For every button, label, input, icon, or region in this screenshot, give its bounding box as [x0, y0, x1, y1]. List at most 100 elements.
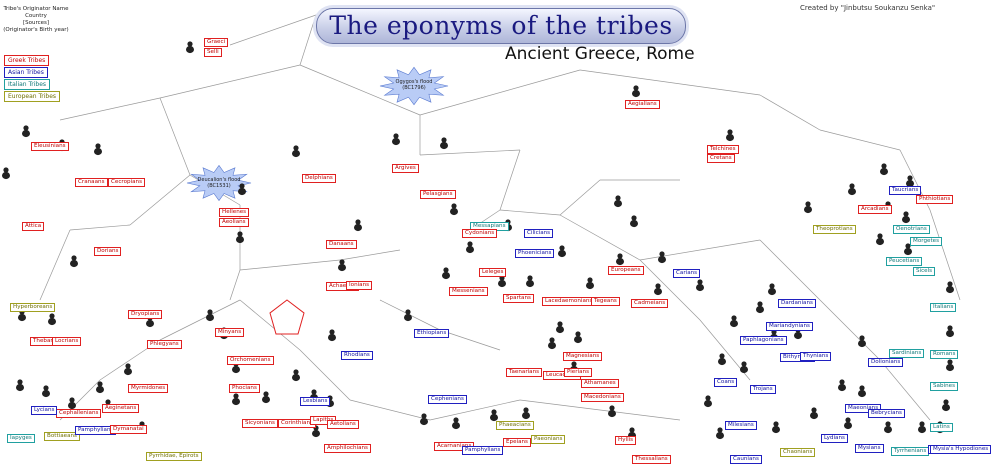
person-icon — [574, 331, 582, 344]
person-icon — [404, 309, 412, 322]
person-icon — [630, 215, 638, 228]
person-icon — [904, 243, 912, 256]
tribe-label: Taenarians — [506, 368, 543, 377]
person-icon — [68, 397, 76, 410]
person-icon — [206, 309, 214, 322]
tribe-label: Mysians — [855, 444, 884, 453]
tribe-label: Cranaans — [75, 178, 108, 187]
person-icon — [328, 329, 336, 342]
tribe-label: Lycians — [31, 406, 58, 415]
tribe-label: Selli — [204, 48, 222, 57]
person-icon — [804, 201, 812, 214]
person-icon — [810, 407, 818, 420]
person-icon — [48, 313, 56, 326]
connector-line — [499, 209, 561, 216]
person-icon — [858, 385, 866, 398]
connector-line — [879, 359, 931, 421]
tribe-label: Hellenes — [219, 208, 250, 217]
connector-line — [239, 299, 301, 351]
tribe-label: Epeians — [503, 438, 531, 447]
connector-line — [299, 64, 421, 116]
person-icon — [858, 335, 866, 348]
tribe-label: Tyrrhenians — [891, 447, 930, 456]
tribe-label: Italians — [930, 303, 957, 312]
tribe-label: Phoenicians — [515, 249, 555, 258]
person-icon — [726, 129, 734, 142]
ogygos-flood-burst: Ogygos's flood (BC1796) — [395, 79, 433, 91]
tribe-label: Oenotrians — [893, 225, 930, 234]
person-icon — [632, 85, 640, 98]
tribe-label: Orchomenians — [227, 356, 274, 365]
tribe-label: Pierians — [564, 368, 592, 377]
tribe-label: Milesians — [725, 421, 757, 430]
tribe-label: Argives — [392, 164, 419, 173]
connector-line — [299, 14, 317, 66]
tribe-label: Dryopians — [128, 310, 163, 319]
person-icon — [466, 241, 474, 254]
connector-line — [559, 179, 601, 216]
tribe-label: Theoprotians — [813, 225, 856, 234]
tribe-label: Thynians — [800, 352, 832, 361]
person-icon — [658, 251, 666, 264]
tribe-label: Paphlagonians — [740, 336, 787, 345]
tribe-label: Sabines — [930, 382, 958, 391]
tribe-label: Bebrycians — [868, 409, 905, 418]
connector-line — [159, 97, 191, 176]
person-icon — [440, 137, 448, 150]
tribe-label: Tegeans — [591, 297, 620, 306]
tribe-label: Telchines — [707, 145, 739, 154]
connector-line — [499, 149, 521, 211]
person-icon — [96, 381, 104, 394]
tribe-label: Cephallenians — [56, 409, 102, 418]
person-icon — [548, 337, 556, 350]
tribe-label: Aetolians — [327, 420, 359, 429]
connector-line — [819, 299, 881, 361]
connector-line — [559, 214, 641, 261]
person-icon — [452, 417, 460, 430]
connector-line — [339, 249, 401, 261]
tribe-label: Amphilochians — [324, 444, 371, 453]
tribe-label: Arcadians — [858, 205, 892, 214]
connector-line — [439, 329, 501, 351]
tribe-label: Maeonians — [845, 404, 882, 413]
tribe-label: Dolionians — [868, 358, 904, 367]
tribe-label: Pyrrhidae, Epirots — [146, 452, 202, 461]
person-icon — [768, 283, 776, 296]
tribe-label: Romans — [930, 350, 959, 359]
tribe-label: Sardinians — [889, 349, 925, 358]
connector-line — [639, 259, 701, 321]
key-line: [Sources] — [22, 20, 50, 26]
person-icon — [16, 379, 24, 392]
tribe-label: Phocians — [229, 384, 260, 393]
person-icon — [696, 279, 704, 292]
tribe-label: Athamanes — [581, 379, 619, 388]
legend-greek: Greek Tribes — [4, 55, 50, 66]
tribe-label: Eleusinians — [31, 142, 69, 151]
connector-line — [299, 349, 351, 401]
person-icon — [262, 391, 270, 404]
connector-line — [229, 269, 241, 301]
person-icon — [772, 421, 780, 434]
connector-line — [69, 224, 131, 231]
tribe-label: Locrians — [52, 337, 82, 346]
tribe-label: Delphians — [302, 174, 336, 183]
tribe-label: Trojans — [750, 385, 776, 394]
tribe-label: Messenians — [449, 287, 488, 296]
tribe-label: Pamphylians — [462, 446, 504, 455]
tribe-label: Taucrians — [889, 186, 922, 195]
person-icon — [498, 275, 506, 288]
person-icon — [22, 125, 30, 138]
connector-line — [579, 69, 761, 96]
tribe-label: Spartans — [503, 294, 534, 303]
tribe-label: Sicels — [913, 267, 936, 276]
connector-line — [349, 399, 431, 421]
person-icon — [906, 175, 914, 188]
tribe-label: Morgetes — [910, 237, 942, 246]
connector-line — [59, 97, 161, 121]
legend-italian: Italian Tribes — [4, 79, 51, 90]
person-icon — [186, 41, 194, 54]
tribe-label: Caunians — [730, 455, 762, 464]
person-icon — [586, 277, 594, 290]
person-icon — [292, 369, 300, 382]
tribe-label: Ionians — [346, 281, 373, 290]
